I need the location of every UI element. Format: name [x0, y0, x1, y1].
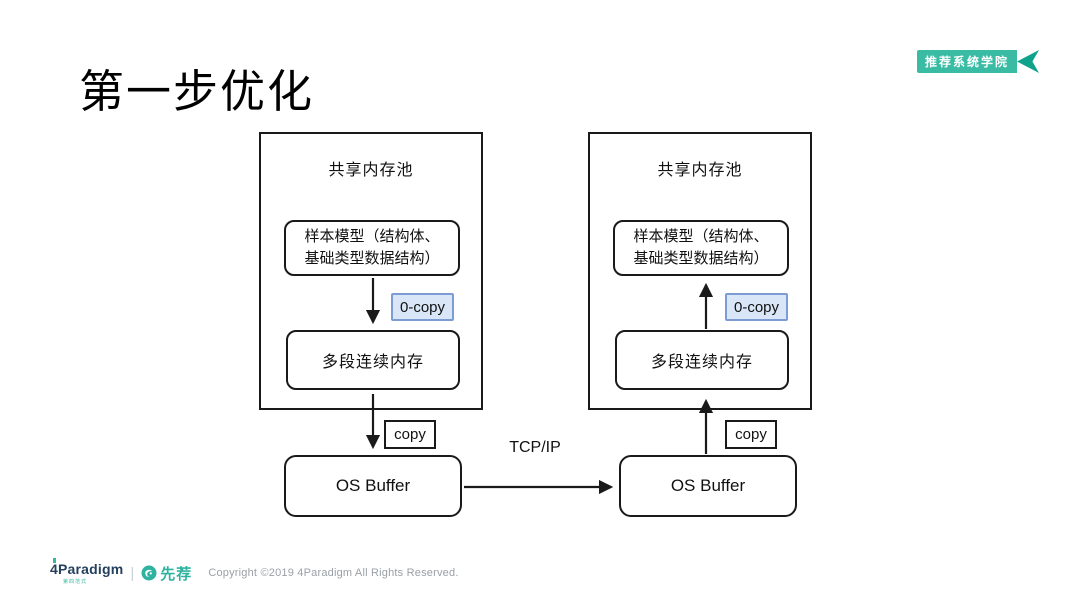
copyright-text: Copyright ©2019 4Paradigm All Rights Res… — [208, 567, 459, 579]
sample-model-line1: 样本模型（结构体、 — [633, 228, 769, 246]
brand-primary-text: 4Paradigm — [50, 561, 124, 577]
sample-model-box: 样本模型（结构体、 基础类型数据结构） — [284, 220, 460, 276]
badge-label: 推荐系统学院 — [917, 50, 1018, 73]
corner-ribbon-badge: 推荐系统学院 — [917, 50, 1040, 73]
shared-memory-pool-left: 共享内存池 样本模型（结构体、 基础类型数据结构） 0-copy 多段连续内存 — [259, 132, 483, 410]
page-title: 第一步优化 — [79, 66, 315, 117]
brand-secondary-text: 先荐 — [160, 565, 193, 583]
pool-title: 共享内存池 — [657, 162, 743, 179]
xianjian-face-icon — [141, 565, 157, 581]
copy-tag-left: copy — [384, 420, 436, 449]
brand-primary-subtext: 第四范式 — [63, 579, 88, 585]
ribbon-tail-icon — [1017, 50, 1040, 73]
tcp-ip-label: TCP/IP — [509, 439, 561, 456]
zero-copy-tag: 0-copy — [725, 293, 788, 321]
sample-model-line2: 基础类型数据结构） — [633, 250, 769, 267]
logo-divider: | — [130, 564, 135, 582]
shared-memory-pool-right: 共享内存池 样本模型（结构体、 基础类型数据结构） 0-copy 多段连续内存 — [588, 132, 812, 410]
footer: 4Paradigm 第四范式 | 先荐 Copyright ©2019 4Par… — [50, 558, 459, 588]
sample-model-line1: 样本模型（结构体、 — [304, 228, 440, 246]
os-buffer-right: OS Buffer — [619, 455, 797, 517]
contiguous-memory-box: 多段连续内存 — [286, 330, 460, 390]
zero-copy-tag: 0-copy — [391, 293, 454, 321]
pool-title: 共享内存池 — [328, 162, 414, 179]
sample-model-line2: 基础类型数据结构） — [304, 250, 440, 267]
os-buffer-left: OS Buffer — [284, 455, 462, 517]
brand-accent-icon — [53, 558, 56, 563]
contiguous-memory-box: 多段连续内存 — [615, 330, 789, 390]
copy-tag-right: copy — [725, 420, 777, 449]
brand-4paradigm-logo: 4Paradigm 第四范式 — [50, 558, 124, 585]
sample-model-box: 样本模型（结构体、 基础类型数据结构） — [613, 220, 789, 276]
